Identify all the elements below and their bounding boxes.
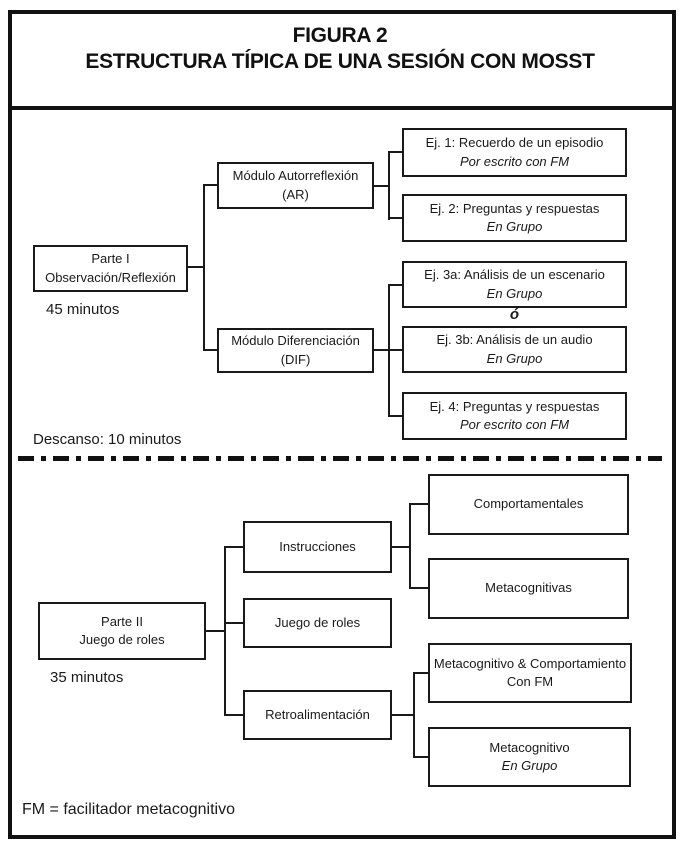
figure-title: FIGURA 2 — [292, 24, 388, 47]
connector — [374, 185, 390, 187]
title-divider — [8, 106, 676, 110]
connector — [409, 503, 411, 589]
section-break-line — [18, 456, 662, 461]
node-metacognitivo-comportamiento: Metacognitivo & Comportamiento Con FM — [428, 643, 632, 703]
modulo-ar-line1: Módulo Autorreflexión — [232, 168, 359, 184]
modulo-dif-line1: Módulo Diferenciación — [231, 333, 360, 349]
parte2-duration: 35 minutos — [50, 669, 124, 686]
figure-footnote: FM = facilitador metacognitivo — [22, 801, 235, 818]
node-ejercicio-1: Ej. 1: Recuerdo de un episodio Por escri… — [402, 128, 627, 177]
ej2-line1: Ej. 2: Preguntas y respuestas — [429, 200, 600, 216]
connector — [413, 756, 428, 758]
ej3a-line1: Ej. 3a: Análisis de un escenario — [424, 267, 605, 283]
node-parte2-line2: Juego de roles — [79, 632, 165, 647]
node-modulo-diferenciacion: Módulo Diferenciación (DIF) — [217, 328, 374, 373]
connector — [224, 714, 243, 716]
connector — [409, 503, 428, 505]
node-parte2-line1: Parte II — [101, 613, 143, 629]
metacog-comp-line2: Con FM — [506, 674, 554, 689]
node-modulo-autorreflexion: Módulo Autorreflexión (AR) — [217, 162, 374, 209]
metacog-comp-line1: Metacognitivo & Comportamiento — [433, 655, 627, 671]
metacognitivas-label: Metacognitivas — [485, 580, 572, 596]
node-instrucciones: Instrucciones — [243, 521, 392, 573]
connector — [203, 184, 205, 351]
connector — [203, 349, 217, 351]
node-ejercicio-3a: Ej. 3a: Análisis de un escenario En Grup… — [402, 261, 627, 308]
metacog-grupo-line1: Metacognitivo — [489, 739, 570, 755]
parte1-duration: 45 minutos — [46, 301, 120, 318]
ej4-line1: Ej. 4: Preguntas y respuestas — [429, 398, 600, 414]
outer-frame — [8, 10, 676, 839]
connector — [413, 672, 415, 758]
connector — [388, 151, 402, 153]
ej1-line2: Por escrito con FM — [459, 153, 570, 169]
connector — [392, 714, 415, 716]
connector — [392, 546, 411, 548]
instrucciones-label: Instrucciones — [279, 538, 356, 554]
ej4-line2: Por escrito con FM — [459, 417, 570, 432]
break-label: Descanso: 10 minutos — [33, 431, 182, 448]
ej1-line1: Ej. 1: Recuerdo de un episodio — [425, 135, 604, 151]
comportamentales-label: Comportamentales — [473, 496, 584, 512]
node-ejercicio-4: Ej. 4: Preguntas y respuestas Por escrit… — [402, 392, 627, 440]
ej3b-line2: En Grupo — [486, 350, 543, 366]
or-label: ó — [509, 306, 520, 323]
connector — [188, 266, 205, 268]
modulo-dif-line2: (DIF) — [280, 351, 311, 367]
node-metacognitivo-grupo: Metacognitivo En Grupo — [428, 727, 631, 787]
connector — [388, 284, 402, 286]
connector — [409, 587, 428, 589]
node-parte1-line2: Observación/Reflexión — [45, 269, 176, 285]
connector — [203, 184, 217, 186]
node-comportamentales: Comportamentales — [428, 474, 629, 535]
ej2-line2: En Grupo — [486, 219, 543, 234]
node-parte2: Parte II Juego de roles — [38, 602, 206, 660]
connector — [206, 630, 226, 632]
node-juego-de-roles: Juego de roles — [243, 598, 392, 648]
connector — [224, 546, 243, 548]
node-parte1-line1: Parte I — [91, 251, 130, 267]
connector — [388, 284, 390, 417]
node-ejercicio-2: Ej. 2: Preguntas y respuestas En Grupo — [402, 194, 627, 242]
metacog-grupo-line2: En Grupo — [501, 758, 558, 773]
connector — [224, 622, 243, 624]
node-parte1: Parte I Observación/Reflexión — [33, 245, 188, 292]
node-retroalimentacion: Retroalimentación — [243, 690, 392, 740]
node-metacognitivas: Metacognitivas — [428, 558, 629, 619]
retroalimentacion-label: Retroalimentación — [265, 706, 370, 722]
connector — [224, 546, 226, 716]
ej3b-line1: Ej. 3b: Análisis de un audio — [436, 332, 593, 348]
ej3a-line2: En Grupo — [486, 285, 543, 301]
node-ejercicio-3b: Ej. 3b: Análisis de un audio En Grupo — [402, 326, 627, 373]
modulo-ar-line2: (AR) — [282, 186, 309, 202]
juego-de-roles-label: Juego de roles — [274, 614, 361, 630]
figure-subtitle: ESTRUCTURA TÍPICA DE UNA SESIÓN CON MOSS… — [85, 50, 595, 73]
connector — [388, 151, 390, 220]
connector — [388, 415, 402, 417]
connector — [413, 672, 428, 674]
connector — [388, 217, 402, 219]
